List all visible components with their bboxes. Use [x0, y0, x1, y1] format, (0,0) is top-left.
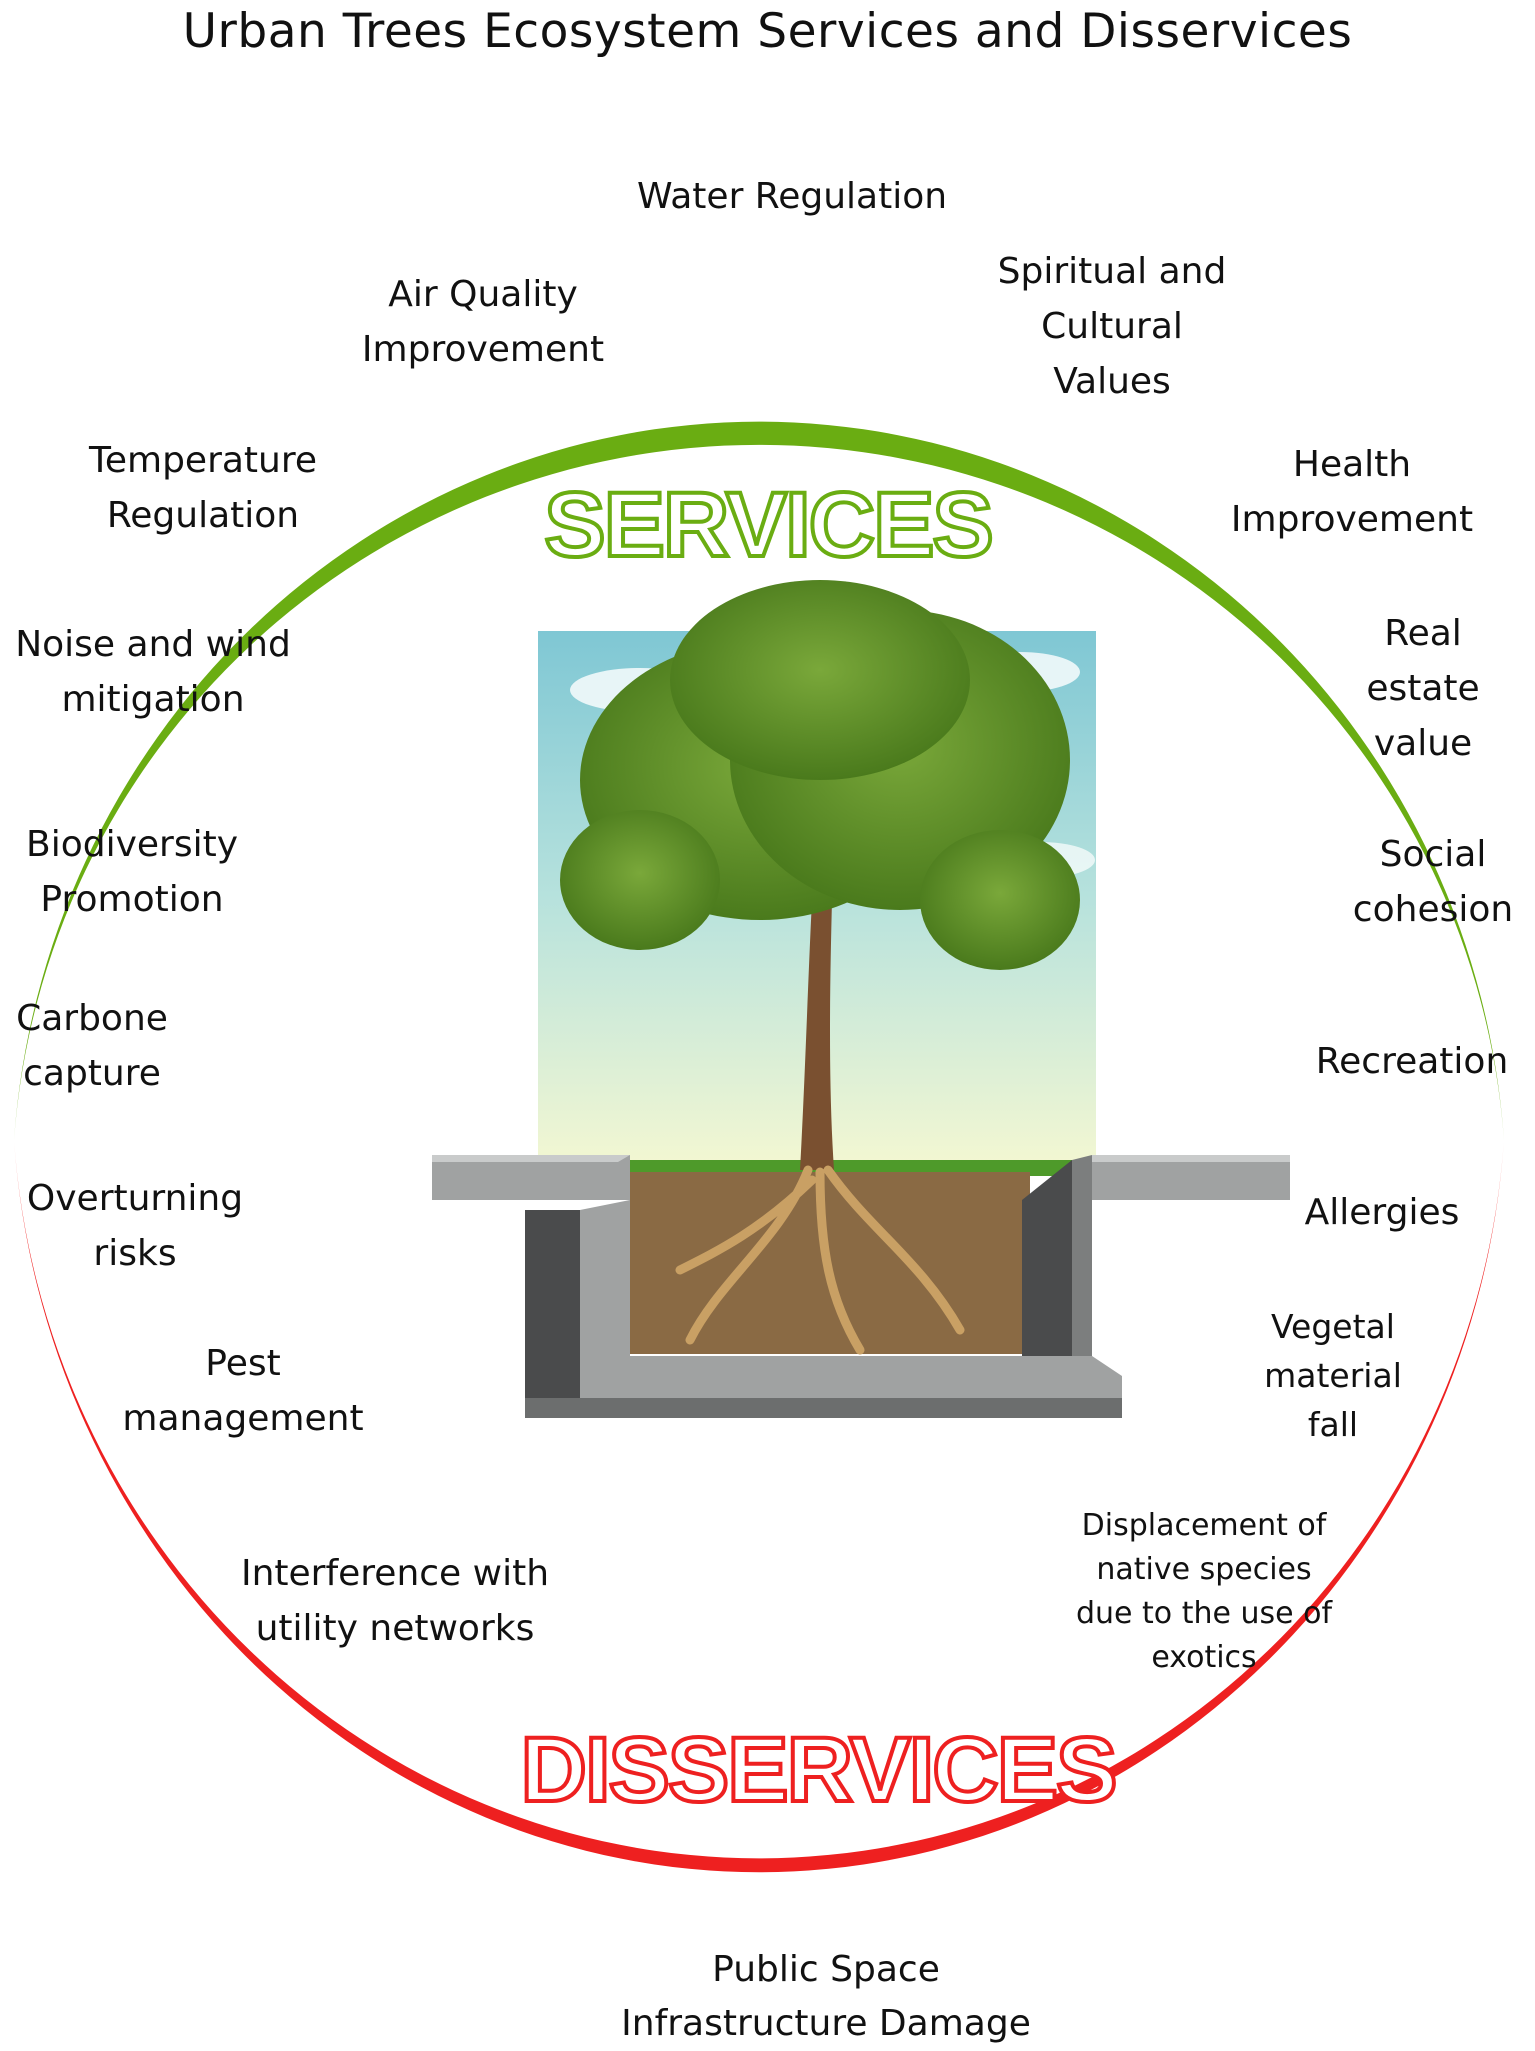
- disservice-label: Public Space Infrastructure Damage: [621, 1949, 1031, 2044]
- service-label: Air Quality Improvement: [361, 274, 605, 370]
- service-label: Temperature Regulation: [88, 440, 318, 536]
- service-label: Real estate value: [1366, 613, 1480, 764]
- disservice-label: Displacement of native species due to th…: [1075, 1508, 1333, 1675]
- disservice-label: Interference with utility networks: [240, 1553, 550, 1649]
- service-label: Biodiversity Promotion: [25, 824, 239, 920]
- service-label: Spiritual and Cultural Values: [997, 251, 1227, 402]
- service-label: Health Improvement: [1230, 444, 1474, 540]
- service-label: Recreation: [1315, 1041, 1509, 1082]
- tree-illustration: [538, 580, 1096, 1355]
- services-heading: SERVICES: [542, 472, 996, 578]
- disservice-label: Pest management: [122, 1343, 364, 1439]
- service-label: Noise and wind mitigation: [15, 624, 291, 720]
- service-label: Carbone capture: [16, 998, 168, 1094]
- disservice-label: Allergies: [1304, 1192, 1460, 1233]
- service-label: Social cohesion: [1352, 834, 1514, 930]
- diagram-title: Urban Trees Ecosystem Services and Disse…: [182, 4, 1353, 59]
- disservice-label: Vegetal material fall: [1264, 1307, 1402, 1444]
- concrete-planter: [432, 1155, 1290, 1418]
- disservice-label: Overturning risks: [26, 1178, 244, 1274]
- disservices-heading: DISSERVICES: [519, 1717, 1120, 1823]
- service-label: Water Regulation: [636, 176, 948, 217]
